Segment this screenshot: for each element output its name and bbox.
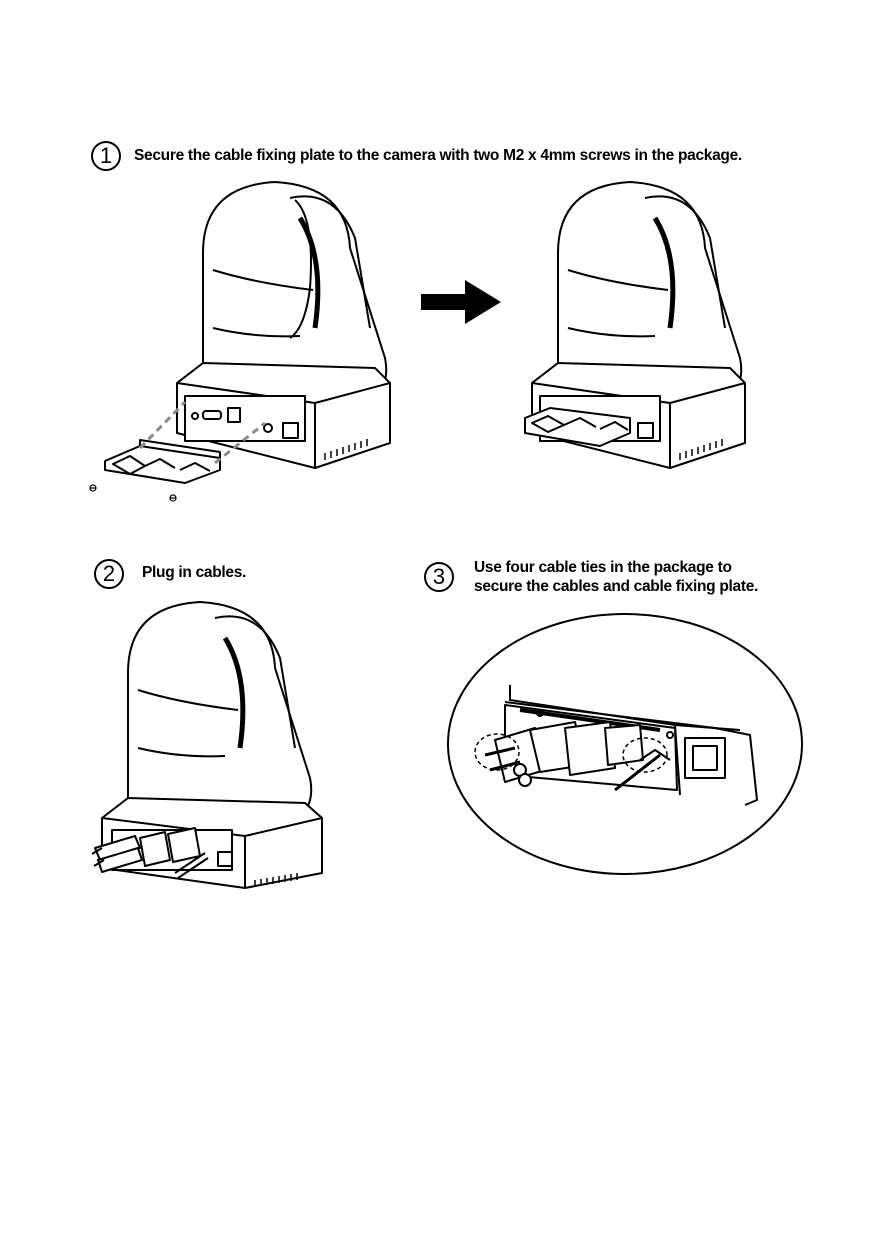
step-2-number: 2 <box>94 559 124 589</box>
arrow-right-icon <box>421 280 505 324</box>
step-3-instruction-line-1: Use four cable ties in the package to <box>474 558 732 577</box>
step-1-number: 1 <box>91 141 121 171</box>
step-3-number: 3 <box>424 562 454 592</box>
cable-ties-zoom-illustration <box>445 610 807 878</box>
step-2-instruction: Plug in cables. <box>142 563 246 582</box>
step-1-instruction: Secure the cable fixing plate to the cam… <box>134 146 742 165</box>
step-3-instruction-line-2: secure the cables and cable fixing plate… <box>474 577 758 596</box>
camera-cables-plugged-illustration <box>90 598 340 893</box>
camera-before-plate-illustration <box>85 178 405 513</box>
camera-after-plate-illustration <box>520 178 780 473</box>
